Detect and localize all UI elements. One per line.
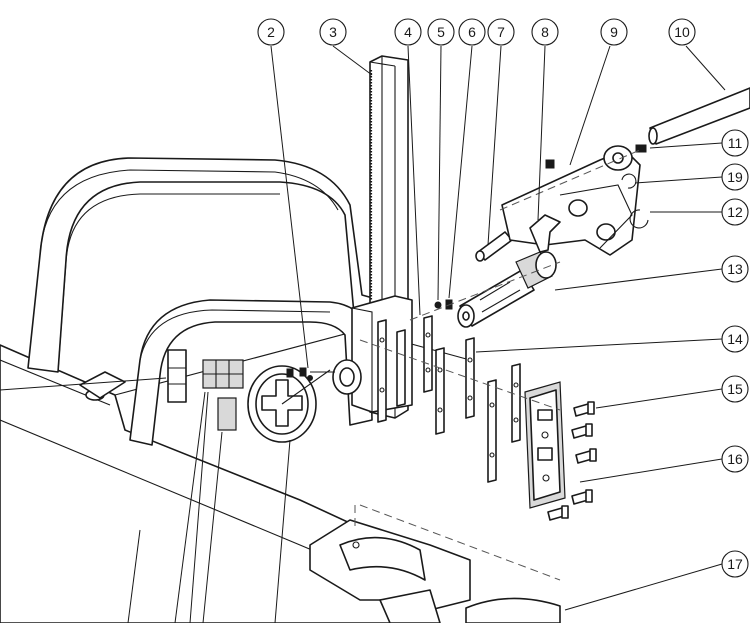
gib-strips — [377, 315, 521, 483]
nameplates — [167, 349, 244, 431]
frame-arch — [27, 157, 386, 373]
svg-text:9: 9 — [610, 24, 618, 40]
svg-text:11: 11 — [728, 135, 743, 151]
callout-4: 4 — [394, 18, 422, 46]
callout-13: 13 — [721, 255, 749, 283]
svg-text:8: 8 — [541, 24, 549, 40]
inner-column — [129, 299, 373, 446]
callout-leaders — [270, 45, 726, 611]
callout-8: 8 — [531, 18, 559, 46]
callout-16: 16 — [721, 445, 749, 473]
callout-5: 5 — [427, 18, 455, 46]
cover-plate — [524, 381, 566, 509]
svg-text:19: 19 — [727, 169, 743, 185]
ring-and-clips — [621, 144, 649, 229]
screws — [547, 401, 597, 521]
svg-text:12: 12 — [727, 204, 743, 220]
callout-6: 6 — [458, 18, 486, 46]
detent-lever — [529, 214, 561, 253]
callout-17: 17 — [721, 550, 749, 578]
svg-text:4: 4 — [404, 24, 412, 40]
callout-10: 10 — [668, 18, 696, 46]
svg-text:2: 2 — [267, 24, 275, 40]
pinion-shaft — [457, 251, 557, 328]
pin — [475, 231, 513, 262]
callout-7: 7 — [487, 18, 515, 46]
svg-text:13: 13 — [727, 261, 743, 277]
callout-14: 14 — [721, 325, 749, 353]
callout-bubbles: 2 3 4 5 6 7 8 9 — [257, 18, 749, 578]
callout-9: 9 — [600, 18, 628, 46]
svg-text:15: 15 — [727, 381, 743, 397]
svg-text:6: 6 — [468, 24, 476, 40]
callout-11: 11 — [721, 129, 749, 157]
handle-rod — [648, 87, 750, 145]
assembly-centerlines — [354, 149, 641, 581]
bottom-left-leaders — [0, 377, 291, 623]
handwheel — [247, 365, 331, 443]
callout-15: 15 — [721, 375, 749, 403]
callout-3: 3 — [319, 18, 347, 46]
vise-table — [309, 519, 561, 623]
callout-12: 12 — [721, 198, 749, 226]
svg-text:10: 10 — [674, 24, 690, 40]
callout-19: 19 — [721, 163, 749, 191]
callout-2: 2 — [257, 18, 285, 46]
svg-text:17: 17 — [727, 556, 743, 572]
svg-text:16: 16 — [727, 451, 743, 467]
svg-text:14: 14 — [727, 331, 743, 347]
svg-text:7: 7 — [497, 24, 505, 40]
svg-text:3: 3 — [329, 24, 337, 40]
svg-text:5: 5 — [437, 24, 445, 40]
